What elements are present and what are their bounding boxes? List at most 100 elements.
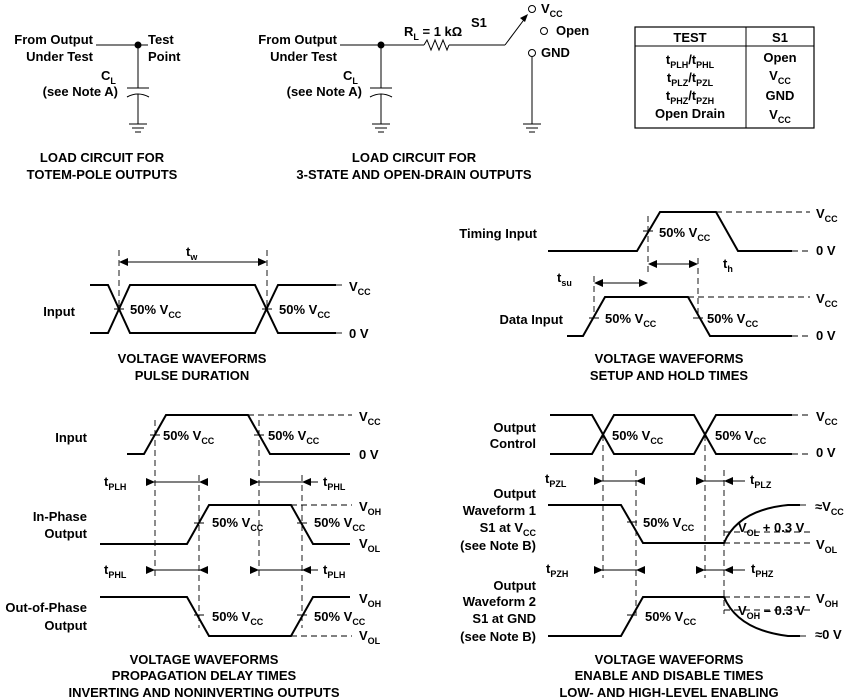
- input-waveform: [127, 414, 350, 455]
- switch-arrow: [520, 14, 528, 22]
- load-circuit-3-state: From Output Under Test RL = 1 kΩ S1 VCC …: [258, 1, 589, 182]
- open-label: Open: [556, 23, 589, 38]
- table-cell-test: tPHZ/tPZH: [666, 88, 714, 106]
- in-phase-waveform: [100, 504, 350, 545]
- input-label: Input: [55, 430, 87, 445]
- waveform-2-label: Output: [493, 578, 536, 593]
- vcc-label: VCC: [816, 409, 838, 427]
- load-circuit-totem-pole: From Output Under Test Test Point CL (se…: [14, 32, 181, 182]
- fifty-percent-label: 50% VCC: [314, 609, 366, 627]
- waveform-2-label: S1 at GND: [472, 611, 536, 626]
- timing-input-waveform: [548, 211, 792, 252]
- open-terminal: [540, 27, 548, 35]
- tphz-label: tPHZ: [751, 561, 774, 579]
- cl-label: CL: [343, 68, 358, 86]
- fifty-percent-label: 50% VCC: [212, 515, 264, 533]
- caption-line-3: LOW- AND HIGH-LEVEL ENABLING: [559, 685, 778, 699]
- caption-line-1: VOLTAGE WAVEFORMS: [595, 652, 744, 667]
- s1-test-table: TEST S1 tPLH/tPHL tPLZ/tPZL tPHZ/tPZH Op…: [634, 26, 815, 129]
- tplz-label: tPLZ: [750, 472, 772, 490]
- table-border: [634, 26, 815, 129]
- zero-v-label: 0 V: [816, 328, 836, 343]
- voh-minus-label: VOH – 0.3 V: [738, 603, 805, 621]
- vol-label: VOL: [359, 628, 381, 646]
- setup-hold-waveform: Timing Input VCC 0 V 50% VCC th tsu Data…: [459, 206, 838, 383]
- voh-label: VOH: [359, 499, 381, 517]
- vcc-label: VCC: [359, 409, 381, 427]
- point-label: Point: [148, 49, 181, 64]
- fifty-percent-label: 50% VCC: [715, 428, 767, 446]
- tphl-label: tPHL: [323, 474, 346, 492]
- waveform-1: [548, 504, 800, 544]
- zero-v-label: 0 V: [349, 326, 369, 341]
- waveform-1-label: S1 at VCC: [480, 520, 537, 538]
- table-header-test: TEST: [673, 30, 706, 45]
- waveform-1-label: Output: [493, 486, 536, 501]
- caption-line-3: INVERTING AND NONINVERTING OUTPUTS: [68, 685, 339, 699]
- resistor-rl: [423, 38, 450, 52]
- switch-s1: [504, 16, 527, 46]
- caption-line-1: VOLTAGE WAVEFORMS: [595, 351, 744, 366]
- see-note-a: (see Note A): [287, 84, 362, 99]
- table-cell-test: Open Drain: [655, 106, 725, 121]
- caption-line-2: PULSE DURATION: [135, 368, 250, 383]
- caption-line-2: SETUP AND HOLD TIMES: [590, 368, 749, 383]
- th-label: th: [723, 256, 733, 274]
- gnd-terminal: [528, 49, 536, 57]
- caption-line-2: PROPAGATION DELAY TIMES: [112, 668, 297, 683]
- see-note-a: (see Note A): [43, 84, 118, 99]
- fifty-percent-label: 50% VCC: [279, 302, 331, 320]
- voh-label: VOH: [359, 591, 381, 609]
- fifty-percent-label: 50% VCC: [659, 225, 711, 243]
- from-output-label: From Output: [258, 32, 337, 47]
- fifty-percent-label: 50% VCC: [643, 515, 695, 533]
- out-of-phase-label: Out-of-Phase: [5, 600, 87, 615]
- enable-disable-waveforms: Output Control VCC 0 V 50% VCC 50% VCC t…: [460, 409, 844, 699]
- tsu-label: tsu: [557, 270, 572, 288]
- fifty-percent-label: 50% VCC: [605, 311, 657, 329]
- propagation-delay-waveforms: Input VCC 0 V 50% VCC 50% VCC tPLH tPHL …: [5, 409, 381, 699]
- tplh-label: tPLH: [323, 562, 345, 580]
- pulse-duration-waveform: Input VCC 0 V tw 50% VCC 50% VCC VOLTAGE…: [43, 244, 371, 383]
- waveform-1-label: (see Note B): [460, 538, 536, 553]
- rl-label: RL = 1 kΩ: [404, 24, 462, 42]
- under-test-label: Under Test: [270, 49, 338, 64]
- vcc-label: VCC: [349, 279, 371, 297]
- vcc-label: VCC: [541, 1, 563, 19]
- input-waveform-low: [90, 284, 336, 334]
- data-input-waveform: [567, 296, 792, 337]
- vol-label: VOL: [359, 536, 381, 554]
- gnd-label: GND: [541, 45, 570, 60]
- input-label: Input: [43, 304, 75, 319]
- table-cell-s1: Open: [763, 50, 796, 65]
- caption-line-1: LOAD CIRCUIT FOR: [352, 150, 477, 165]
- waveform-2: [548, 596, 800, 637]
- waveform-2-label: (see Note B): [460, 629, 536, 644]
- tpzh-label: tPZH: [546, 561, 568, 579]
- tplh-label: tPLH: [104, 474, 126, 492]
- vol-plus-label: VOL + 0.3 V: [738, 520, 805, 538]
- out-of-phase-output-label: Output: [44, 618, 87, 633]
- approx-vcc-label: ≈VCC: [815, 499, 844, 517]
- tpzl-label: tPZL: [545, 471, 567, 489]
- vol-label: VOL: [816, 537, 838, 555]
- vcc-label: VCC: [816, 291, 838, 309]
- fifty-percent-label: 50% VCC: [612, 428, 664, 446]
- under-test-label: Under Test: [26, 49, 94, 64]
- out-of-phase-waveform: [100, 596, 350, 637]
- output-control-waveform-a: [550, 414, 792, 455]
- waveform-1-label: Waveform 1: [463, 503, 536, 518]
- fifty-percent-label: 50% VCC: [268, 428, 320, 446]
- caption-line-1: VOLTAGE WAVEFORMS: [118, 351, 267, 366]
- table-cell-s1: GND: [766, 88, 795, 103]
- vcc-terminal: [528, 5, 536, 13]
- fifty-percent-label: 50% VCC: [707, 311, 759, 329]
- from-output-label: From Output: [14, 32, 93, 47]
- table-cell-s1: VCC: [769, 68, 791, 86]
- output-control-label-2: Control: [490, 436, 536, 451]
- data-input-label: Data Input: [499, 312, 563, 327]
- tphl-label: tPHL: [104, 562, 127, 580]
- zero-v-label: 0 V: [816, 243, 836, 258]
- vcc-label: VCC: [816, 206, 838, 224]
